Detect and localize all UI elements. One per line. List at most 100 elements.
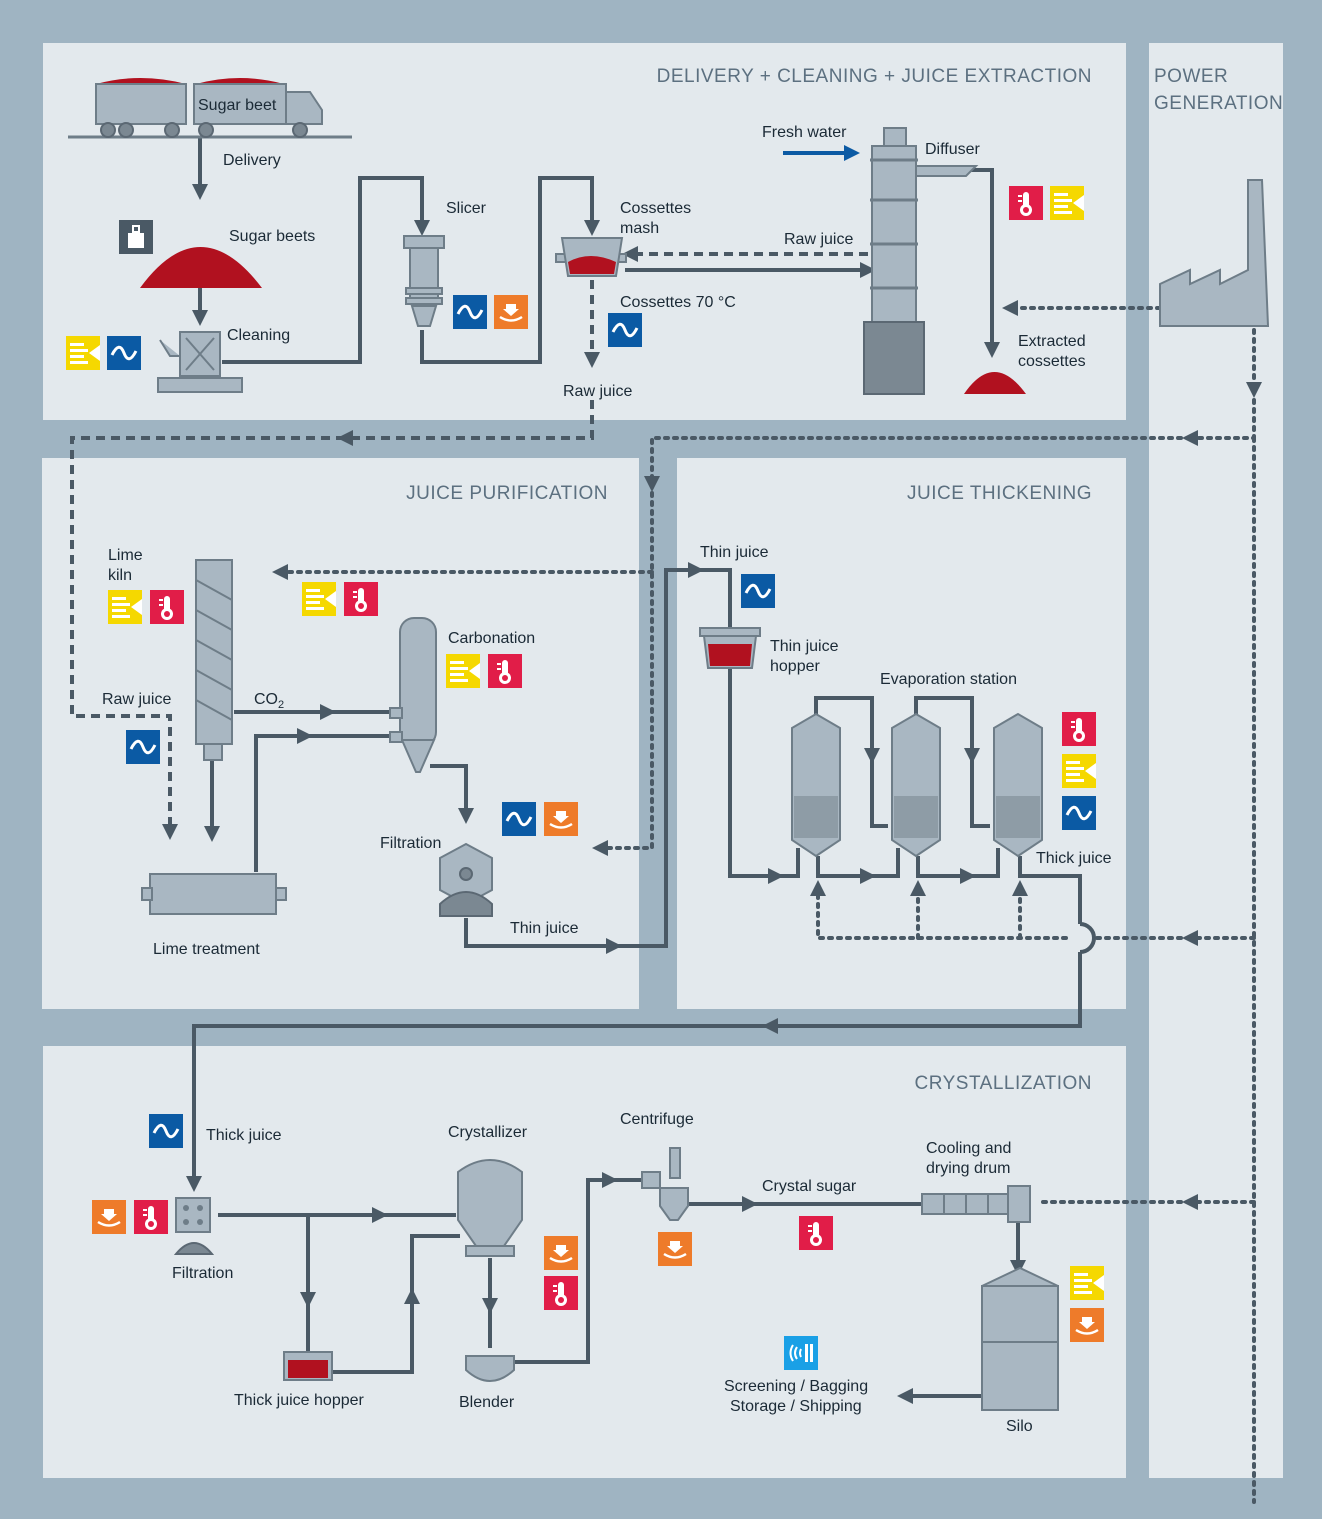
- label-blender: Blender: [459, 1394, 515, 1411]
- pressure-icon: [302, 582, 336, 616]
- pressure-icon: [1050, 186, 1084, 220]
- process-flow-lines: [70, 138, 1262, 1504]
- pressure-icon: [1070, 1266, 1104, 1300]
- sugar-beet-truck: [68, 78, 352, 139]
- label-centrifuge: Centrifuge: [620, 1111, 694, 1128]
- thick-juice-hopper: [283, 1351, 333, 1381]
- temperature-icon: [149, 589, 185, 625]
- communication-icon: [783, 1335, 819, 1371]
- filtration-unit-purif: [439, 842, 493, 917]
- label-raw-juice-diffuser: Raw juice: [784, 231, 853, 248]
- pressure-icon: [108, 590, 142, 624]
- slicer-machine: [403, 235, 445, 327]
- blender-vessel: [465, 1355, 515, 1382]
- pressure-icon: [446, 654, 480, 688]
- section-title-delivery: DELIVERY + CLEANING + JUICE EXTRACTION: [657, 66, 1092, 87]
- centrifuge-machine: [641, 1147, 689, 1221]
- label-cossettes-70: Cossettes 70 °C: [620, 294, 736, 311]
- label-lime-treatment: Lime treatment: [153, 941, 260, 958]
- label-thin-juice-purif: Thin juice: [510, 920, 579, 937]
- temperature-icon: [487, 653, 523, 689]
- level-icon: [1068, 1306, 1106, 1344]
- temperature-icon: [798, 1215, 834, 1251]
- lime-kiln: [195, 559, 233, 761]
- label-crystallizer: Crystallizer: [448, 1124, 528, 1141]
- section-title-power-1: POWER: [1154, 66, 1228, 87]
- evaporator-2: [891, 712, 941, 858]
- label-diffuser: Diffuser: [925, 141, 981, 158]
- label-sugar-beets: Sugar beets: [229, 228, 315, 245]
- label-thin-juice-thick: Thin juice: [700, 544, 769, 561]
- temperature-icon: [1008, 185, 1044, 221]
- flow-icon: [606, 311, 644, 349]
- pressure-icon: [1062, 754, 1096, 788]
- label-crystal-sugar: Crystal sugar: [762, 1178, 857, 1195]
- evaporator-3: [993, 712, 1043, 858]
- label-lime-kiln-2: kiln: [108, 567, 132, 584]
- sugar-beets-pile: [140, 247, 262, 288]
- flow-icon: [1060, 794, 1098, 832]
- label-cossettes-mash-2: mash: [620, 220, 659, 237]
- pressure-icon: [66, 336, 100, 370]
- temperature-icon: [343, 581, 379, 617]
- crystallizer-vessel: [457, 1159, 523, 1257]
- section-title-crystallization: CRYSTALLIZATION: [915, 1073, 1092, 1094]
- label-lime-kiln-1: Lime: [108, 547, 143, 564]
- flow-icon: [124, 728, 162, 766]
- cleaning-machine: [157, 331, 243, 393]
- label-cossettes-mash-1: Cossettes: [620, 200, 691, 217]
- label-raw-juice-purif: Raw juice: [102, 691, 171, 708]
- weighing-icon: [118, 219, 154, 255]
- cooling-drying-drum: [921, 1185, 1031, 1223]
- label-sugar-beet: Sugar beet: [198, 97, 277, 114]
- flow-icon: [147, 1112, 185, 1150]
- temperature-icon: [133, 1199, 169, 1235]
- level-icon: [492, 293, 530, 331]
- cossettes-mash-vessel: [555, 237, 627, 277]
- label-extracted-1: Extracted: [1018, 333, 1086, 350]
- label-carbonation: Carbonation: [448, 630, 535, 647]
- label-thin-hopper-1: Thin juice: [770, 638, 839, 655]
- label-delivery: Delivery: [223, 152, 281, 169]
- label-thick-juice-hopper: Thick juice hopper: [234, 1392, 365, 1409]
- flow-icon: [739, 572, 777, 610]
- level-icon: [656, 1230, 694, 1268]
- label-cooling-1: Cooling and: [926, 1140, 1011, 1157]
- level-icon: [542, 800, 580, 838]
- label-filtration-purif: Filtration: [380, 835, 441, 852]
- label-cooling-2: drying drum: [926, 1160, 1010, 1177]
- label-raw-juice-top: Raw juice: [563, 383, 632, 400]
- label-cleaning: Cleaning: [227, 327, 290, 344]
- flow-icon: [451, 293, 489, 331]
- label-extracted-2: cossettes: [1018, 353, 1086, 370]
- diffuser-tower: [863, 127, 979, 395]
- level-icon: [542, 1234, 580, 1272]
- section-title-thickening: JUICE THICKENING: [907, 483, 1092, 504]
- label-screening-1: Screening / Bagging: [724, 1378, 868, 1395]
- carbonation-tank: [389, 617, 437, 773]
- filtration-unit-cryst: [173, 1197, 215, 1255]
- label-thick-juice-cryst: Thick juice: [206, 1127, 282, 1144]
- temperature-icon: [1061, 711, 1097, 747]
- label-thick-juice-evap: Thick juice: [1036, 850, 1112, 867]
- label-silo: Silo: [1006, 1418, 1033, 1435]
- temperature-icon: [543, 1275, 579, 1311]
- evaporator-1: [791, 712, 841, 858]
- section-title-power-2: GENERATION: [1154, 93, 1283, 114]
- label-co2: CO2: [254, 691, 284, 711]
- flow-icon: [105, 334, 143, 372]
- section-title-purification: JUICE PURIFICATION: [406, 483, 608, 504]
- label-fresh-water: Fresh water: [762, 124, 847, 141]
- silo-tank: [981, 1266, 1059, 1411]
- flow-icon: [500, 800, 538, 838]
- label-filtration-cryst: Filtration: [172, 1265, 233, 1282]
- thin-juice-hopper: [699, 627, 761, 669]
- label-evaporation: Evaporation station: [880, 671, 1017, 688]
- label-thin-hopper-2: hopper: [770, 658, 820, 675]
- label-screening-2: Storage / Shipping: [730, 1398, 862, 1415]
- power-plant: [1159, 179, 1270, 327]
- label-slicer: Slicer: [446, 200, 487, 217]
